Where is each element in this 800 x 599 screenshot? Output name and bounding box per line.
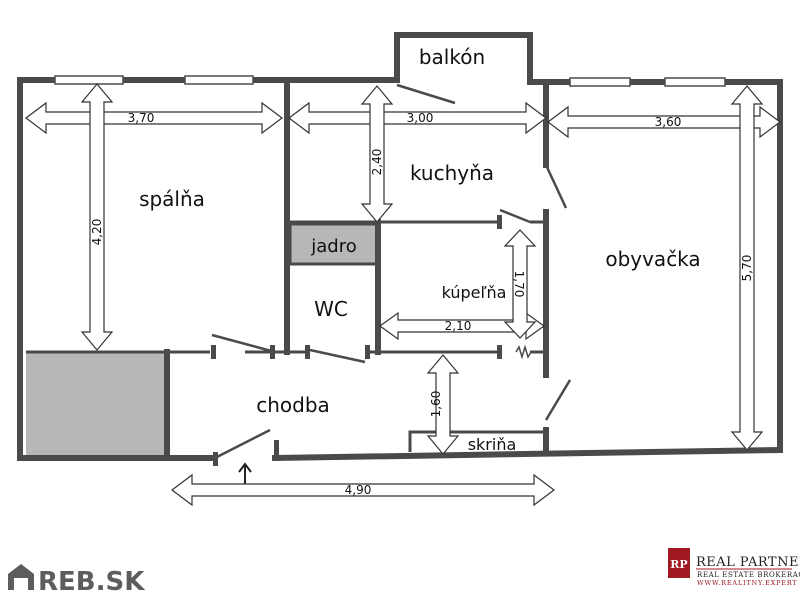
dim-total-width: 4,90 [345,483,372,497]
room-label-wc: WC [314,297,348,321]
dim-obyvacka-width: 3,60 [655,115,682,129]
room-label-spalna: spálňa [139,187,205,211]
rp-mark-icon [668,548,690,578]
room-label-kuchyna: kuchyňa [410,161,494,185]
real-partners-logo: RP REAL PARTNERS REAL ESTATE BROKERAGE W… [668,548,800,587]
rp-url: WWW.REALITNY.EXPERT [697,579,798,587]
room-label-balkon: balkón [419,45,485,69]
dim-spalna-height: 4,20 [90,219,104,246]
doors [211,83,572,466]
rp-mark-text: RP [670,558,687,571]
room-label-obyvacka: obyvačka [605,247,700,271]
room-label-jadro: jadro [310,236,356,257]
dimension-labels: 3,70 4,20 3,00 2,40 3,60 5,70 2,10 1,70 … [90,111,754,497]
room-label-kupelna: kúpeľňa [442,283,507,302]
dim-obyvacka-height: 5,70 [740,255,754,282]
dim-kupelna-height: 1,70 [512,271,526,298]
house-icon [8,564,34,590]
rp-title: REAL PARTNERS [696,555,800,570]
dim-kupelna-width: 2,10 [445,319,472,333]
dim-spalna-width: 3,70 [128,111,155,125]
dim-kuchyna-width: 3,00 [407,111,434,125]
reb-logo: REB.SK [8,564,145,597]
rp-subtitle: REAL ESTATE BROKERAGE [697,571,800,579]
room-labels: balkón spálňa kuchyňa jadro WC kúpeľňa o… [139,45,701,454]
storage-area-fill [26,352,167,458]
room-label-chodba: chodba [256,393,330,417]
dim-chodba-height: 1,60 [429,391,443,418]
windows [54,75,726,87]
room-label-skrina: skriňa [468,435,517,454]
dimension-arrows [25,83,781,507]
dim-kuchyna-height: 2,40 [370,149,384,176]
reb-logo-text: REB.SK [38,567,145,597]
